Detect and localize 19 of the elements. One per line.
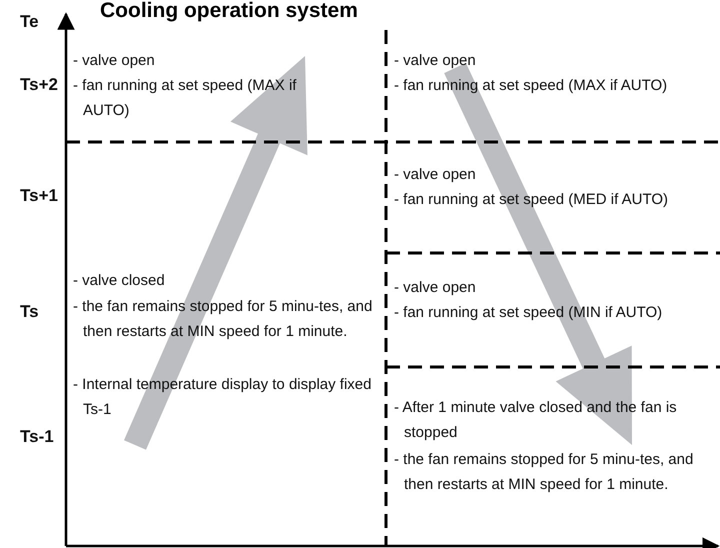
- state-description: - fan running at set speed (MED if AUTO): [394, 190, 670, 210]
- state-description: - valve open: [394, 51, 477, 71]
- title: Cooling operation system: [100, 0, 358, 23]
- state-description: - After 1 minute valve closed and the fan is stopped: [394, 398, 678, 443]
- state-description: - valve open: [394, 165, 477, 185]
- axis-level-label: Ts+2: [20, 75, 58, 95]
- axis-level-label: Ts+1: [20, 186, 58, 206]
- state-description: - valve open: [394, 278, 477, 298]
- state-description: - fan running at set speed (MAX if AUTO): [73, 76, 298, 121]
- state-description: - the fan remains stopped for 5 minu-tes, and then restarts at MIN speed for 1 minute.: [394, 450, 694, 495]
- state-description: - the fan remains stopped for 5 minu-tes, and then restarts at MIN speed for 1 minute.: [73, 297, 373, 342]
- axis-level-label: Te: [20, 12, 39, 32]
- state-description: - Internal temperature display to display fixed Ts-1: [73, 375, 372, 420]
- axis-level-label: Ts-1: [20, 427, 54, 447]
- state-description: - valve closed: [73, 271, 166, 291]
- state-description: - fan running at set speed (MAX if AUTO): [394, 76, 668, 96]
- state-description: - fan running at set speed (MIN if AUTO): [394, 303, 664, 323]
- axis-level-label: Ts: [20, 302, 39, 322]
- state-description: - valve open: [73, 51, 156, 71]
